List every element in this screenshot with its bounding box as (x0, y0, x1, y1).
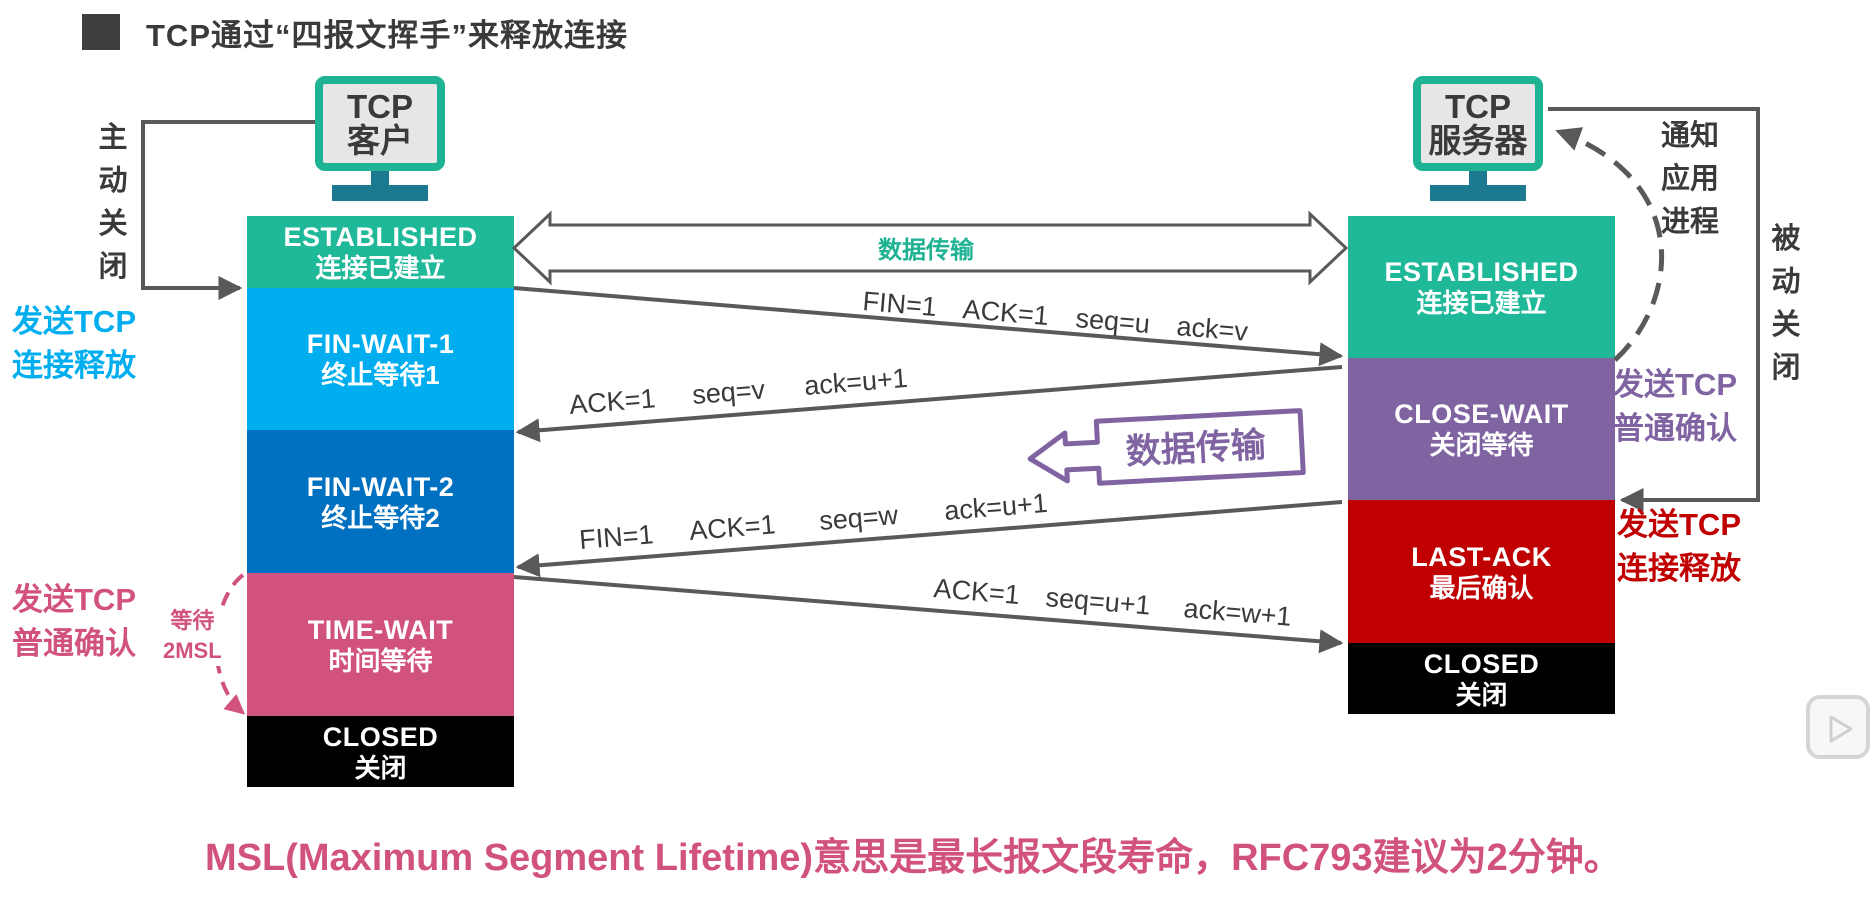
state-name: ESTABLISHED (1384, 257, 1579, 287)
state-desc: 最后确认 (1429, 572, 1534, 603)
client-computer-icon: TCP 客户 (315, 76, 445, 201)
state-name: TIME-WAIT (307, 614, 454, 645)
server-monitor: TCP 服务器 (1413, 76, 1543, 171)
ack1-label-seq: seq=v (691, 374, 766, 410)
state-desc: 连接已建立 (315, 253, 446, 283)
server-send-fin-line1: 发送TCP (1617, 507, 1741, 542)
client-send-fin-line2: 连接释放 (12, 348, 136, 383)
client-state-fin-wait-2: FIN-WAIT-2 终止等待2 (247, 430, 514, 573)
active-close-line (141, 120, 315, 300)
state-name: LAST-ACK (1411, 541, 1552, 572)
state-desc: 关闭等待 (1429, 430, 1534, 460)
client-state-closed: CLOSED 关闭 (247, 716, 514, 787)
server-monitor-neck (1469, 171, 1487, 185)
client-monitor-base (332, 185, 428, 201)
wait-2msl-line1: 等待 (170, 608, 215, 633)
state-desc: 终止等待1 (321, 360, 440, 390)
server-state-established: ESTABLISHED 连接已建立 (1348, 216, 1615, 358)
server-send-fin-label: 发送TCP 连接释放 (1617, 503, 1741, 591)
ack1-label-ack: ACK=1 (568, 383, 656, 420)
fin1-label-acknum: ack=v (1176, 311, 1250, 347)
server-send-ack-line1: 发送TCP (1613, 367, 1737, 402)
fin2-arrow (515, 500, 1343, 578)
ack1-arrow (515, 365, 1343, 443)
client-send-fin-line1: 发送TCP (12, 304, 136, 339)
state-name: FIN-WAIT-2 (306, 471, 455, 502)
state-name: CLOSED (1423, 648, 1540, 679)
state-desc: 连接已建立 (1416, 288, 1547, 318)
state-desc: 关闭 (354, 752, 407, 783)
state-name: ESTABLISHED (283, 222, 478, 252)
data-transfer-top-label: 数据传输 (878, 236, 975, 264)
fin1-label-ack: ACK=1 (962, 294, 1050, 331)
client-label-line1: TCP (347, 87, 413, 125)
wait-2msl-label: 等待 2MSL (163, 606, 222, 666)
client-monitor: TCP 客户 (315, 76, 445, 171)
state-desc: 终止等待2 (321, 502, 440, 533)
client-state-time-wait: TIME-WAIT 时间等待 (247, 573, 514, 716)
client-send-ack-line1: 发送TCP (12, 582, 136, 617)
active-close-label: 主动关闭 (98, 122, 128, 283)
ack2-label-seq: seq=u+1 (1045, 582, 1152, 621)
client-state-established: ESTABLISHED 连接已建立 (247, 216, 514, 288)
ack2-arrow (513, 575, 1344, 654)
play-icon (1829, 715, 1853, 743)
state-name: CLOSE-WAIT (1394, 399, 1569, 429)
server-computer-icon: TCP 服务器 (1413, 76, 1543, 201)
title-bullet (82, 14, 120, 50)
server-state-last-ack: LAST-ACK 最后确认 (1348, 500, 1615, 643)
server-send-fin-line2: 连接释放 (1617, 551, 1741, 586)
server-send-ack-line2: 普通确认 (1613, 411, 1737, 446)
client-send-ack-label: 发送TCP 普通确认 (12, 578, 136, 666)
server-label-line2: 服务器 (1428, 121, 1528, 159)
state-desc: 关闭 (1455, 679, 1508, 710)
fin1-label-seq: seq=u (1075, 303, 1152, 339)
fin2-label-ack: ACK=1 (688, 509, 776, 546)
data-transfer-double-arrow (511, 210, 1349, 286)
fin1-label-fin: FIN=1 (862, 286, 938, 322)
data-transfer-callout-arrow: 数据传输 (1027, 408, 1306, 486)
page-title: TCP通过“四报文挥手”来释放连接 (146, 18, 628, 53)
notify-app-label: 通知应用进程 (1660, 120, 1719, 238)
fin1-arrow (513, 286, 1344, 367)
state-name: FIN-WAIT-1 (306, 329, 455, 359)
passive-close-line (1548, 107, 1760, 512)
client-state-fin-wait-1: FIN-WAIT-1 终止等待1 (247, 288, 514, 430)
footer-note: MSL(Maximum Segment Lifetime)意思是最长报文段寿命，… (205, 837, 1622, 879)
ack2-label-ack: ACK=1 (933, 573, 1021, 610)
server-state-close-wait: CLOSE-WAIT 关闭等待 (1348, 358, 1615, 500)
state-name: CLOSED (322, 721, 439, 752)
server-send-ack-label: 发送TCP 普通确认 (1613, 363, 1737, 451)
ack1-label-acknum: ack=u+1 (803, 363, 909, 401)
ack2-label-acknum: ack=w+1 (1183, 593, 1293, 632)
fin2-label-fin: FIN=1 (578, 519, 654, 555)
server-state-closed: CLOSED 关闭 (1348, 643, 1615, 714)
fin2-label-seq: seq=w (818, 500, 899, 536)
client-send-ack-line2: 普通确认 (12, 626, 136, 661)
passive-close-label: 被动关闭 (1771, 223, 1801, 384)
client-monitor-neck (371, 171, 389, 185)
fin2-label-acknum: ack=u+1 (943, 488, 1049, 526)
server-label-line1: TCP (1445, 87, 1511, 125)
wait-2msl-line2: 2MSL (163, 638, 222, 663)
notify-app-curve (1555, 127, 1665, 362)
state-desc: 时间等待 (328, 645, 433, 676)
play-button[interactable] (1806, 695, 1870, 759)
server-monitor-base (1430, 185, 1526, 201)
client-send-fin-label: 发送TCP 连接释放 (12, 300, 136, 388)
data-transfer-mid-label: 数据传输 (1125, 425, 1268, 471)
client-label-line2: 客户 (347, 121, 413, 159)
